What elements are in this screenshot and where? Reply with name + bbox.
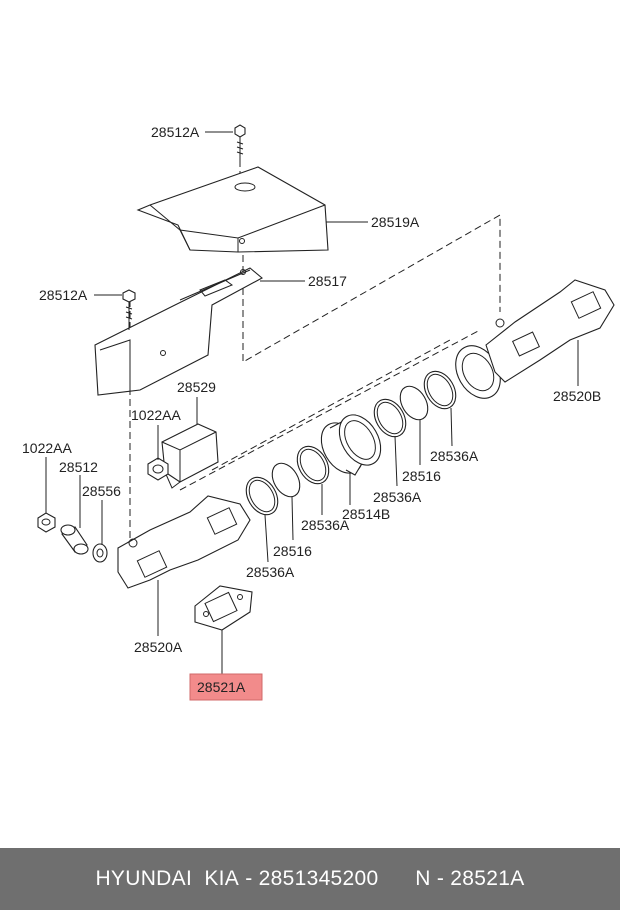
footer-brand: HYUNDAI KIA — [95, 867, 240, 890]
footer-bar: HYUNDAI KIA - 2851345200 N - 28521A — [0, 848, 620, 910]
label-ring-4: 28536A — [373, 489, 422, 505]
gasket-28521A — [194, 585, 253, 631]
highlight-box — [189, 673, 263, 701]
flange-b — [455, 279, 615, 399]
footer-part-number: 2851345200 — [258, 867, 379, 890]
collar — [60, 524, 89, 555]
label-nut-left: 1022AA — [22, 440, 72, 456]
rings-right — [373, 370, 457, 438]
label-nut-bracket: 1022AA — [131, 407, 181, 423]
rings-left — [245, 445, 330, 516]
label-ring-1: 28536A — [246, 564, 295, 580]
label-collar: 28512 — [59, 459, 98, 475]
bolt-left — [122, 289, 136, 330]
label-ring-6: 28536A — [430, 448, 479, 464]
callout-labels: 28512A 28519A 28512A 28517 28529 1022AA … — [22, 124, 601, 695]
upper-gasket — [94, 267, 263, 396]
label-ring-5: 28516 — [402, 468, 441, 484]
cover-plate — [136, 166, 329, 253]
bracket — [161, 423, 219, 489]
label-gasket-highlight: 28521A — [197, 679, 246, 695]
leader-lines — [45, 131, 579, 674]
label-upper-gasket: 28517 — [308, 273, 347, 289]
footer-ref: N - 28521A — [415, 867, 525, 890]
label-bracket: 28529 — [177, 379, 216, 395]
label-washer: 28556 — [82, 483, 121, 499]
parts-diagram: 28512A 28519A 28512A 28517 28529 1022AA … — [22, 124, 615, 701]
washer — [92, 543, 108, 563]
flange-a — [117, 495, 251, 589]
label-sleeve: 28514B — [342, 506, 390, 522]
label-bolt-left: 28512A — [39, 287, 88, 303]
sleeve — [320, 414, 382, 476]
label-flange-b: 28520B — [553, 388, 601, 404]
label-bolt-top: 28512A — [151, 124, 200, 140]
label-ring-2: 28516 — [273, 543, 312, 559]
nut-left — [37, 512, 56, 533]
label-cover: 28519A — [371, 214, 420, 230]
label-ring-3: 28536A — [301, 517, 350, 533]
label-flange-a: 28520A — [134, 639, 183, 655]
